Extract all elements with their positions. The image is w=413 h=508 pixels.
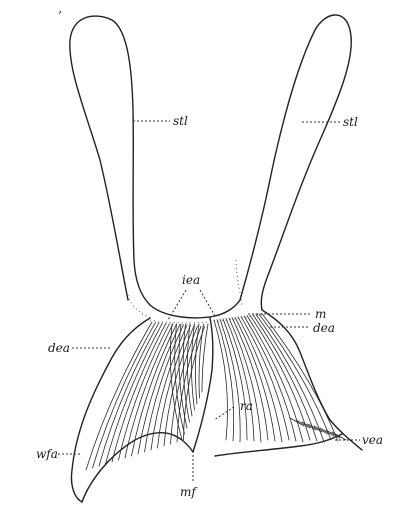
label-iea: iea: [182, 273, 200, 287]
label-dea-right: dea: [313, 321, 335, 335]
label-mf: mf: [180, 485, 198, 499]
label-dea-left: dea: [48, 341, 70, 355]
label-wfa: wfa: [36, 447, 58, 461]
label-ra: ra: [240, 399, 253, 413]
label-m: m: [315, 307, 326, 321]
label-vea: vea: [362, 433, 383, 447]
label-stl-right: stl: [343, 115, 358, 129]
label-stl-left: stl: [173, 114, 188, 128]
corner-marker: ’: [58, 9, 62, 23]
